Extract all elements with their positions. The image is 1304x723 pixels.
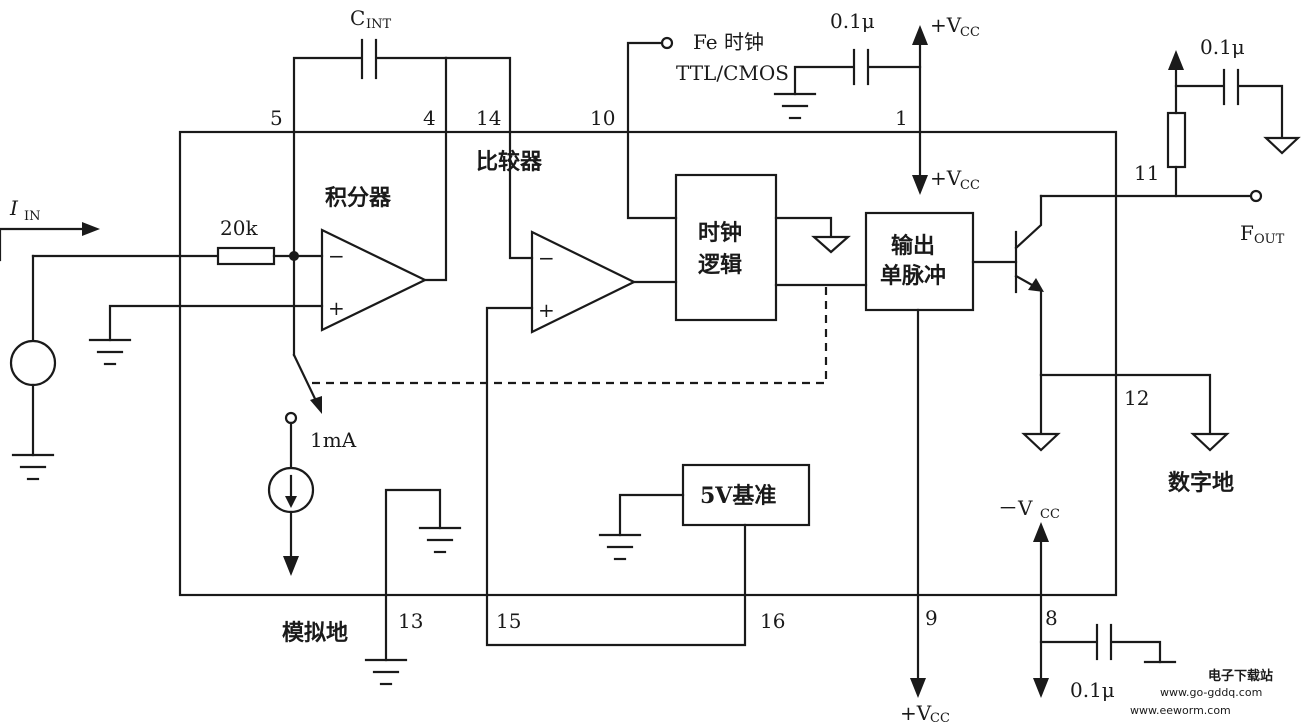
comparator-plus-sign: + [538,298,555,322]
cint-capacitor [292,38,512,134]
cap-right-label: 0.1μ [1200,35,1245,59]
ground-symbol [418,526,462,554]
ref-5v-label: 5V基准 [700,483,776,509]
pin-12: 12 [1124,386,1149,410]
watermark-url-1: www.go-gddq.com [1160,686,1262,699]
resistor-20k-label: 20k [220,216,258,240]
vcc-bottom-subscript: CC [930,711,950,723]
current-1ma-label: 1mA [310,428,357,452]
vcc-top-subscript: CC [960,25,980,40]
watermark: 电子下载站 www.go-gddq.com www.eeworm.com [1130,668,1273,717]
cap-top-label: 0.1μ [830,9,875,33]
pin-4: 4 [423,106,436,130]
one-shot-block [864,211,975,312]
ground-triangle [1190,432,1230,452]
ttl-cmos-label: TTL/CMOS [676,61,789,85]
cint-subscript: INT [366,17,392,32]
pin-14: 14 [476,106,501,130]
fe-clock-terminal[interactable] [660,36,674,50]
vcc-top-label: +V [930,13,962,37]
input-current-source [9,339,57,387]
ground-triangle [1263,136,1301,155]
pin-9: 9 [925,606,938,630]
integrator-minus-sign: − [328,244,345,268]
watermark-url-2: www.eeworm.com [1130,704,1231,717]
pin-13: 13 [398,609,423,633]
iin-subscript: IN [24,209,41,224]
pin-15: 15 [496,609,521,633]
fout-subscript: OUT [1254,232,1285,247]
pin-8: 8 [1045,606,1058,630]
ic-package-outline [178,130,1118,597]
pin-5: 5 [270,106,283,130]
ground-symbol [598,533,642,561]
integrator-opamp: − + [320,228,428,332]
ground-symbol [364,658,408,686]
vcc-mid-label: +V [930,166,962,190]
vcc-neg-subscript: CC [1040,507,1060,522]
comparator-minus-sign: − [538,246,555,270]
vcc-bottom-label: +V [900,701,932,723]
one-shot-label-2: 单脉冲 [880,263,946,289]
clock-logic-block [674,173,778,322]
fout-label: F [1240,221,1254,245]
vcc-mid-subscript: CC [960,178,980,193]
fout-terminal[interactable] [1249,189,1263,203]
pin-10: 10 [590,106,615,130]
output-transistor [971,194,1044,377]
pin-16: 16 [760,609,785,633]
ground-symbol [773,92,817,120]
ground-triangle [1021,432,1061,452]
pin-11: 11 [1134,161,1159,185]
clock-logic-label-1: 时钟 [698,220,742,246]
vcc-neg-label: －V [998,496,1033,520]
ground-triangle [811,235,851,254]
fe-clock-label: Fe 时钟 [693,30,764,54]
digital-ground-label: 数字地 [1168,470,1234,496]
cint-label: C [350,6,365,30]
analog-ground-label: 模拟地 [282,620,348,646]
pin-1: 1 [895,106,908,130]
clock-logic-label-2: 逻辑 [698,252,742,278]
one-shot-label-1: 输出 [891,233,935,259]
ground-symbol [88,338,132,366]
integrator-label: 积分器 [325,185,392,211]
cap-bottom-label: 0.1μ [1070,678,1115,702]
ground-symbol [11,453,55,481]
pullup-resistor [1166,111,1187,169]
comparator-opamp: − + [530,230,637,334]
switch-contact [284,411,298,425]
resistor-20k [31,246,296,266]
integrator-plus-sign: + [328,296,345,320]
watermark-site: 电子下载站 [1208,668,1273,684]
iin-label: I [9,196,19,220]
